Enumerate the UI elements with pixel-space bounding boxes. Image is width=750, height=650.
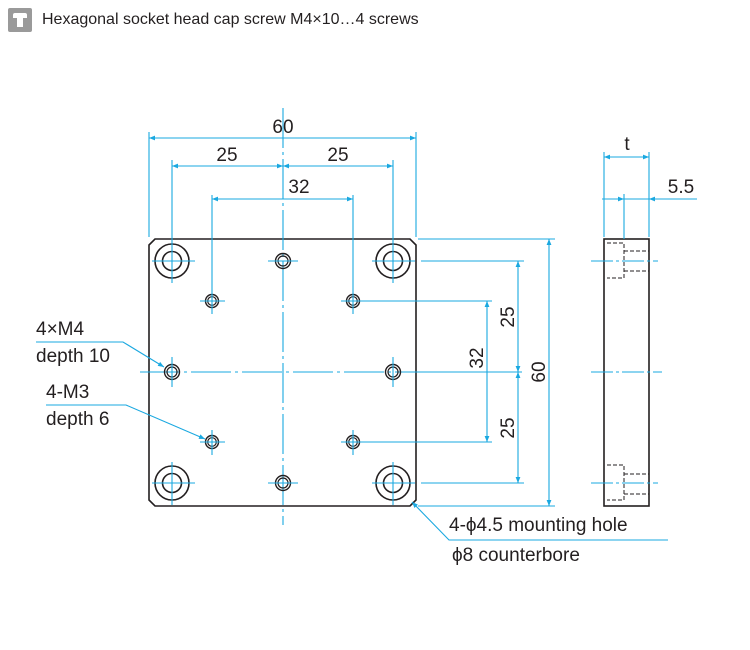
hex-socket-screw-icon xyxy=(8,8,32,32)
hidden-counterbore-top xyxy=(607,242,649,279)
callout-mounting-line2: ϕ8 counterbore xyxy=(452,545,580,566)
m4-hole-left xyxy=(163,357,181,387)
dim-left-pitch: 25 xyxy=(216,145,237,166)
m4-tapped-holes xyxy=(163,252,402,492)
m3-hole-bottom-left xyxy=(200,430,225,455)
callout-leaders xyxy=(36,341,668,541)
header: Hexagonal socket head cap screw M4×10…4 … xyxy=(8,7,419,33)
plate-outline xyxy=(148,238,417,507)
top-dimensions xyxy=(148,132,417,289)
dim-right-pitch: 25 xyxy=(327,145,348,166)
callout-m4-line2: depth 10 xyxy=(36,346,110,367)
mounting-hole-bottom-left xyxy=(152,462,195,505)
m3-hole-top-right xyxy=(341,289,366,314)
dim-lower-pitch: 25 xyxy=(498,417,519,438)
plate-side-view xyxy=(591,152,697,507)
header-text: Hexagonal socket head cap screw M4×10…4 … xyxy=(42,11,419,28)
m3-tapped-holes xyxy=(200,289,366,455)
dim-overall-width: 60 xyxy=(272,117,293,138)
dim-overall-height: 60 xyxy=(529,361,550,382)
dim-vertical-inner-pitch: 32 xyxy=(467,347,488,368)
callout-m3-line2: depth 6 xyxy=(46,409,109,430)
right-dimensions xyxy=(366,238,555,507)
m4-hole-top xyxy=(268,252,298,270)
dim-upper-pitch: 25 xyxy=(498,306,519,327)
mounting-hole-top-right xyxy=(372,240,415,283)
dim-inner-pitch: 32 xyxy=(288,177,309,198)
dim-counterbore-offset: 5.5 xyxy=(668,177,694,198)
m4-hole-bottom xyxy=(268,474,298,492)
leader-mounting xyxy=(411,501,668,541)
m3-hole-top-left xyxy=(200,289,225,314)
mounting-hole-top-left xyxy=(152,240,195,283)
hidden-counterbore-bottom xyxy=(607,464,649,501)
dim-thickness: t xyxy=(624,134,630,155)
callout-mounting-line1: 4-ϕ4.5 mounting hole xyxy=(449,515,628,536)
m4-hole-right xyxy=(384,357,402,387)
m3-hole-bottom-right xyxy=(341,430,366,455)
counterbore-holes xyxy=(152,240,415,505)
centerlines xyxy=(140,108,430,525)
callout-m4-line1: 4×M4 xyxy=(36,319,84,340)
plate-front-view xyxy=(148,238,417,507)
leader-m3 xyxy=(46,404,206,440)
callout-m3-line1: 4-M3 xyxy=(46,382,89,403)
mounting-hole-bottom-right xyxy=(372,462,415,505)
leader-m4 xyxy=(36,341,165,368)
